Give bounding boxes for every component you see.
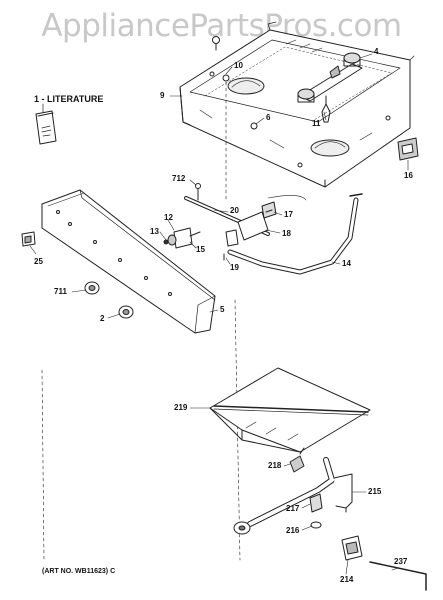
orifice-holder-assembly xyxy=(297,52,363,103)
callout-19: 19 xyxy=(230,263,239,272)
callout-6: 6 xyxy=(266,113,271,122)
pressure-regulator xyxy=(237,201,277,241)
callout-25: 25 xyxy=(34,257,43,266)
callout-216: 216 xyxy=(286,526,300,535)
ignition-switch-bracket xyxy=(397,137,419,161)
art-number: (ART NO. WB11623) C xyxy=(42,568,116,575)
burner-shield xyxy=(209,367,371,453)
callout-17: 17 xyxy=(284,210,293,219)
screw-icon xyxy=(222,74,258,130)
callout-215: 215 xyxy=(368,487,382,496)
callout-16: 16 xyxy=(404,171,413,180)
callout-219: 219 xyxy=(174,403,188,412)
manifold-panel xyxy=(41,189,216,334)
callout-15: 15 xyxy=(196,245,205,254)
callout-5: 5 xyxy=(220,305,225,314)
callout-11: 11 xyxy=(312,119,321,128)
burner-box xyxy=(179,21,415,188)
callout-14: 14 xyxy=(342,259,351,268)
fitting-icon xyxy=(309,493,323,513)
rod-icon xyxy=(369,561,427,591)
callout-18: 18 xyxy=(282,229,291,238)
callout-4: 4 xyxy=(374,47,379,56)
callout-217: 217 xyxy=(286,504,300,513)
callout-214: 214 xyxy=(340,575,354,584)
igniter-icon xyxy=(289,447,305,473)
callout-13: 13 xyxy=(150,227,159,236)
gas-supply-tube xyxy=(227,193,363,275)
literature-label: 1 - LITERATURE xyxy=(34,94,104,104)
callout-712: 712 xyxy=(172,174,186,183)
leader-lines xyxy=(29,53,409,575)
gas-valve-icon xyxy=(163,227,201,249)
burner-bracket xyxy=(333,473,353,513)
literature-booklet-icon xyxy=(35,103,57,145)
callout-237: 237 xyxy=(394,557,408,566)
clip-icon xyxy=(321,95,331,123)
callout-711: 711 xyxy=(54,287,67,296)
callout-12: 12 xyxy=(164,213,173,222)
callout-9: 9 xyxy=(160,91,165,100)
literature-number: 1 xyxy=(34,94,40,104)
watermark: AppliancePartsPros.com xyxy=(41,8,402,44)
screw-top-icon xyxy=(212,36,220,51)
knob-bushing-icon xyxy=(84,281,134,319)
callout-10: 10 xyxy=(234,61,243,70)
callout-20: 20 xyxy=(230,206,239,215)
literature-text: LITERATURE xyxy=(47,94,104,104)
oven-igniter xyxy=(341,535,363,561)
nut-icon xyxy=(310,521,322,529)
panel-clip-icon xyxy=(21,231,36,247)
manifold-bracket xyxy=(223,229,239,261)
oven-burner-tube xyxy=(233,457,335,535)
callout-218: 218 xyxy=(268,461,282,470)
callout-2: 2 xyxy=(100,314,105,323)
